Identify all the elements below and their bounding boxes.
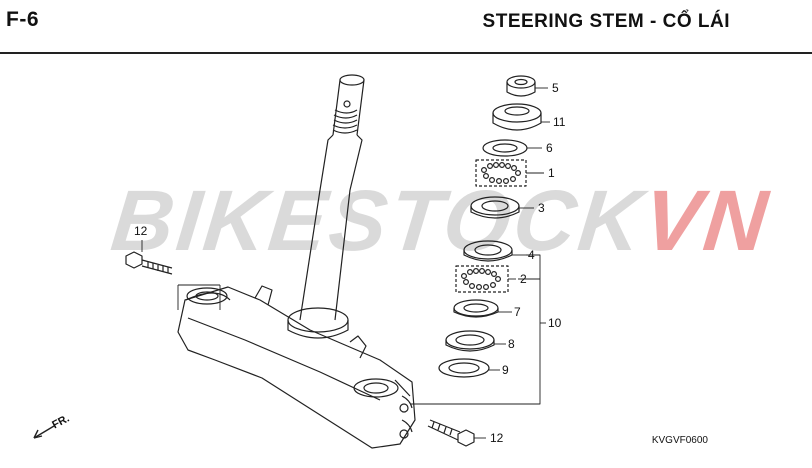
callout-5: 5 xyxy=(552,81,559,95)
ball-race-4 xyxy=(463,240,513,262)
callout-9: 9 xyxy=(502,363,509,377)
lock-nut-5 xyxy=(506,75,536,97)
callout-8: 8 xyxy=(508,337,515,351)
cone-race-7 xyxy=(453,299,499,318)
steering-stem-shaft xyxy=(287,74,365,339)
callout-12-lower: 12 xyxy=(490,431,504,445)
pinch-bolt-upper xyxy=(125,251,173,275)
diagram-code: KVGVF0600 xyxy=(651,435,708,446)
callout-3: 3 xyxy=(538,201,545,215)
steel-ball-set-1 xyxy=(475,159,527,187)
steel-ball-set-2 xyxy=(455,265,509,293)
cone-race-6 xyxy=(482,139,528,157)
ball-race-3 xyxy=(470,196,520,219)
callout-10: 10 xyxy=(548,316,562,330)
bottom-bridge xyxy=(177,285,416,449)
callout-6: 6 xyxy=(546,141,553,155)
leader-lines xyxy=(141,87,550,439)
callout-11: 11 xyxy=(553,115,566,129)
callout-4: 4 xyxy=(528,248,535,262)
diagram-title: STEERING STEM - CỔ LÁI xyxy=(482,11,730,32)
callout-2: 2 xyxy=(520,272,527,286)
front-direction-arrow xyxy=(33,425,55,439)
washer-9 xyxy=(438,358,490,378)
adjusting-nut-11 xyxy=(492,103,542,131)
callout-12-upper: 12 xyxy=(134,224,148,238)
dust-seal-8 xyxy=(445,330,495,352)
diagram-section-code: F-6 xyxy=(6,8,39,31)
callout-7: 7 xyxy=(514,305,521,319)
header-rule xyxy=(0,52,812,54)
callout-1: 1 xyxy=(548,166,555,180)
pinch-bolt-lower xyxy=(427,419,475,447)
